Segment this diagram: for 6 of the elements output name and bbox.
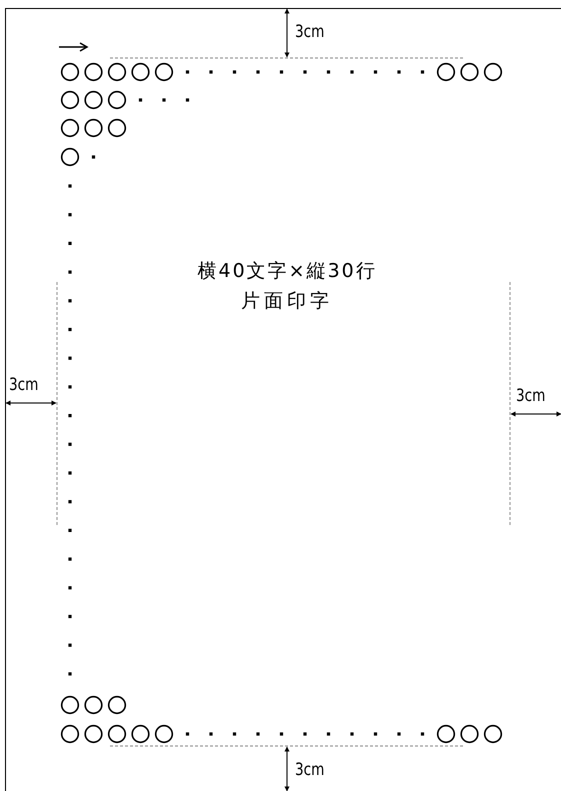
dimension-label: 3cm bbox=[295, 24, 324, 41]
dimension-label: 3cm bbox=[295, 762, 324, 779]
dimension-label: 3cm bbox=[9, 377, 38, 394]
spec-text: 横40文字×縦30行 bbox=[198, 262, 377, 281]
spec-text: 片面印字 bbox=[241, 292, 333, 311]
dimension-label: 3cm bbox=[516, 388, 546, 405]
